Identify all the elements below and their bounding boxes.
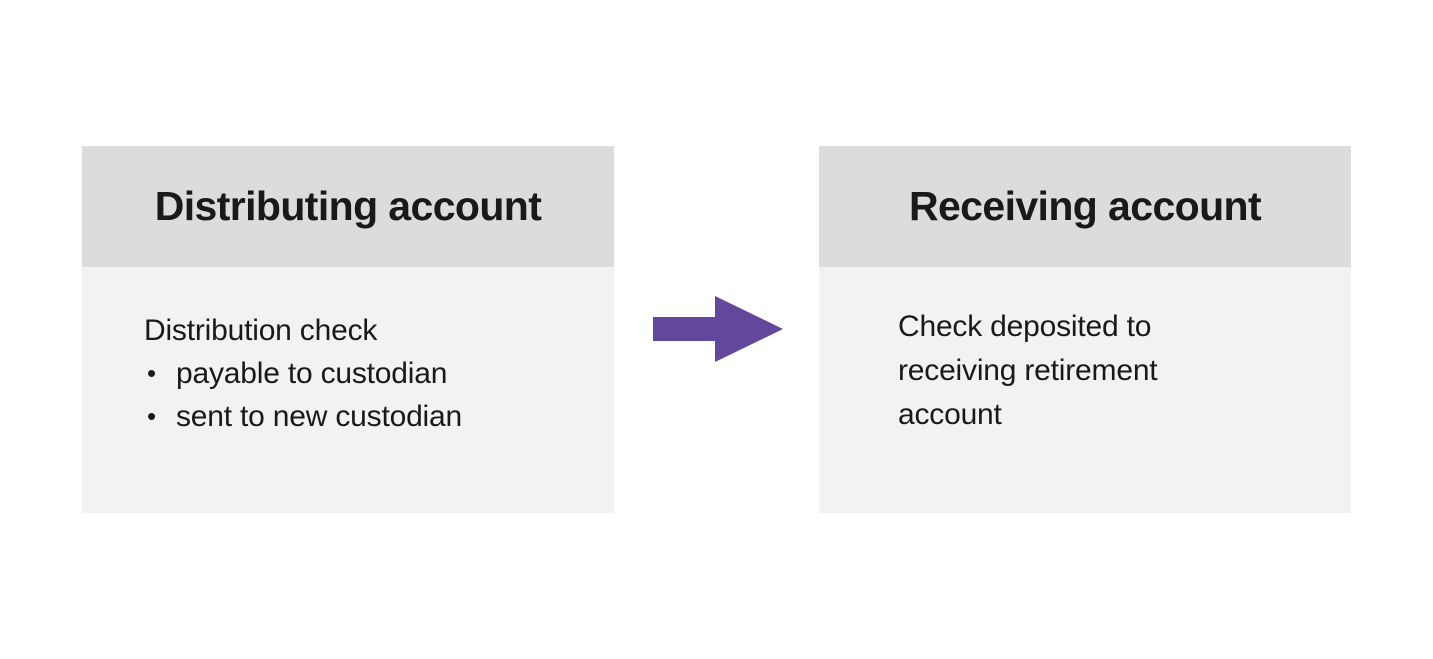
distributing-account-body: Distribution check • payable to custodia… [82, 267, 614, 513]
distributing-account-box: Distributing account Distribution check … [82, 146, 614, 513]
receiving-account-title: Receiving account [819, 146, 1351, 267]
bullet-text: sent to new custodian [176, 400, 462, 433]
receiving-account-box: Receiving account Check deposited to rec… [819, 146, 1351, 513]
receiving-account-text: Check deposited to receiving retirement … [898, 310, 1158, 431]
right-arrow-icon [653, 296, 783, 362]
distributing-account-title: Distributing account [82, 146, 614, 267]
bullet-icon: • [147, 401, 156, 431]
bullet-text: payable to custodian [176, 357, 448, 390]
distribution-check-label: Distribution check [144, 314, 378, 347]
bullet-icon: • [147, 358, 156, 388]
bullet-item: • payable to custodian [147, 352, 594, 395]
bullet-item: • sent to new custodian [147, 395, 594, 438]
receiving-account-body: Check deposited to receiving retirement … [819, 267, 1351, 513]
